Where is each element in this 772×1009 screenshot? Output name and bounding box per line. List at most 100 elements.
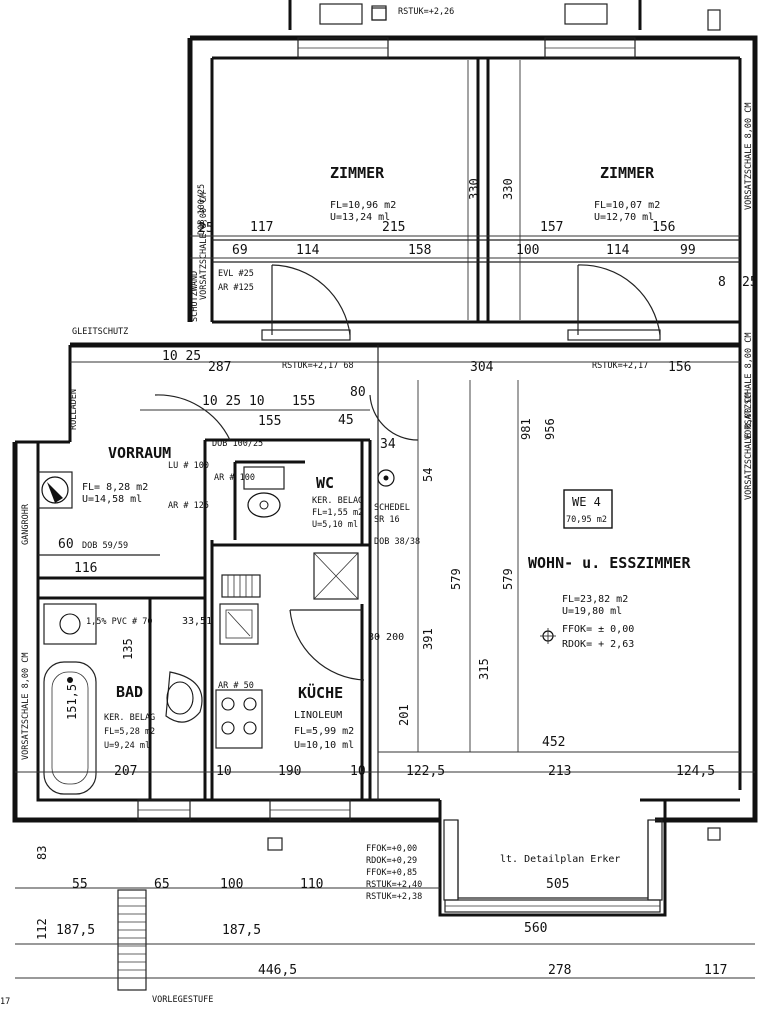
door-bedroom-left (261, 264, 351, 341)
dim-54: 54 (421, 468, 435, 482)
wc-fl: FL=1,55 m2 (312, 508, 363, 518)
dim-100: 100 (516, 243, 539, 258)
dim-1515: 151,5 (65, 684, 79, 720)
ar-note: AR #125 (218, 283, 254, 293)
schedel-sub: SR 16 (374, 515, 400, 525)
zimmer-right-fl: FL=10,07 m2 (594, 200, 660, 211)
evl-note: EVL #25 (218, 269, 254, 279)
dimension-labels: 117 215 157 156 69 114 158 100 114 99 33… (35, 178, 758, 978)
erker-levels: FFOK=+0,00 RDOK=+0,29 FFOK=+0,85 RSTUK=+… (366, 844, 422, 902)
zimmer-right-name: ZIMMER (600, 164, 655, 182)
dim-117: 117 (250, 220, 273, 235)
vorraum-name: VORRAUM (108, 444, 171, 462)
dim-505: 505 (546, 877, 569, 892)
gleitschutz-label: GLEITSCHUTZ (72, 327, 128, 337)
zimmer-left-u: U=13,24 ml (330, 212, 390, 223)
page-number: 17 (0, 997, 10, 1007)
zimmer-right-u: U=12,70 ml (594, 212, 654, 223)
window-top-left (297, 37, 389, 59)
dim-112: 112 (35, 918, 49, 940)
erker-level-2: FFOK=+0,85 (366, 868, 417, 878)
erker-level-3: RSTUK=+2,40 (366, 880, 422, 890)
dim-116: 116 (74, 561, 97, 576)
dim-1875b: 187,5 (222, 923, 261, 938)
erker-level-4: RSTUK=+2,38 (366, 892, 422, 902)
kueche-name: KÜCHE (298, 683, 343, 702)
dim-25b: 25 (742, 275, 758, 290)
dim-956: 956 (543, 418, 557, 440)
vorraum-fl: FL= 8,28 m2 (82, 482, 148, 493)
dim-579b: 579 (501, 568, 515, 590)
dim-10-25: 10 25 (162, 349, 201, 364)
bedroom-partition (212, 58, 740, 322)
we-box: WE 4 70,95 m2 (563, 489, 613, 529)
dim-1225: 122,5 (406, 764, 445, 779)
dim-330a: 330 (467, 178, 481, 200)
dim-99: 99 (680, 243, 696, 258)
dim-34: 34 (380, 437, 396, 452)
vorsatz-left-label: VORSATZSCHALE 8,00 CM (199, 193, 209, 300)
dim-158: 158 (408, 243, 431, 258)
dim-10-25-10: 10 25 10 (202, 394, 265, 409)
dim-330b: 330 (501, 178, 515, 200)
dim-315: 315 (477, 658, 491, 680)
gangrohr-label: GANGROHR (21, 503, 31, 545)
dim-1875a: 187,5 (56, 923, 95, 938)
rolladen-label: ROLLADEN (69, 389, 79, 430)
dim-579a: 579 (449, 568, 463, 590)
wohn-fl: FL=23,82 m2 (562, 594, 628, 605)
wc-belag: KER. BELAG (312, 496, 363, 506)
ar50-label: AR # 50 (218, 681, 254, 691)
wohn-name: WOHN- u. ESSZIMMER (528, 554, 692, 572)
schedel-name: SCHEDEL (374, 503, 410, 513)
dim-156b: 156 (668, 360, 691, 375)
dim-190: 190 (278, 764, 301, 779)
dim-1245: 124,5 (676, 764, 715, 779)
dim-80: 80 (350, 385, 366, 400)
dim-207: 207 (114, 764, 137, 779)
lu100-label: LU # 100 (168, 461, 209, 471)
dim-25a: 25 (198, 221, 214, 236)
door-vorraum (154, 394, 419, 441)
wohn-ffok: FFOK= ± 0,00 (562, 624, 634, 635)
bad-u: U=9,24 ml (104, 741, 150, 751)
detail-note: lt. Detailplan Erker (500, 854, 620, 865)
dim-110: 110 (300, 877, 323, 892)
dim-4465: 446,5 (258, 963, 297, 978)
vorsatz-bad-label: VORSATZSCHALE 8,00 CM (21, 653, 31, 760)
level-marker (540, 628, 556, 644)
washbasin-icon (165, 671, 203, 723)
kueche-fl: FL=5,99 m2 (294, 726, 354, 737)
erker-level-1: RDOK=+0,29 (366, 856, 417, 866)
toilet-icon (243, 466, 285, 518)
washing-machine-icon (37, 471, 73, 509)
vorraum-u: U=14,58 ml (82, 494, 142, 505)
drain-icon (377, 469, 395, 487)
dim-391: 391 (421, 628, 435, 650)
dim-8: 8 (718, 275, 726, 290)
dim-80-200: 80 200 (368, 632, 404, 643)
vorsatz-right-mid-label: VORSATZSCHALE 8,00 CM (744, 393, 754, 500)
shaft-icon (313, 552, 359, 600)
vorlegestufe-note: VORLEGESTUFE (152, 995, 213, 1005)
dob-schedel: DOB 38/38 (374, 537, 420, 547)
dim-33-51: 33,51 (182, 616, 212, 627)
outer-walls (12, 35, 758, 823)
dim-65: 65 (154, 877, 170, 892)
dim-201: 201 (397, 704, 411, 726)
pvc-label: 1,5% PVC # 70 (86, 617, 153, 627)
dim-55: 55 (72, 877, 88, 892)
bad-fl: FL=5,28 m2 (104, 727, 155, 737)
dim-60: 60 (58, 537, 74, 552)
fixture-labels: AR # 50 LU # 100 AR # 125 AR # 100 1,5% … (86, 461, 255, 691)
dim-278: 278 (548, 963, 571, 978)
vorsatz-right-upper-label: VORSATZSCHALE 8,00 CM (744, 103, 754, 210)
dim-560: 560 (524, 921, 547, 936)
wohn-rdok: RDOK= + 2,63 (562, 639, 634, 650)
kueche-belag: LINOLEUM (294, 710, 342, 721)
window-bad (137, 799, 191, 821)
dim-100b: 100 (220, 877, 243, 892)
rstuk-2-note: RSTUK=+2,17 (592, 361, 648, 371)
dim-155a: 155 (258, 414, 281, 429)
